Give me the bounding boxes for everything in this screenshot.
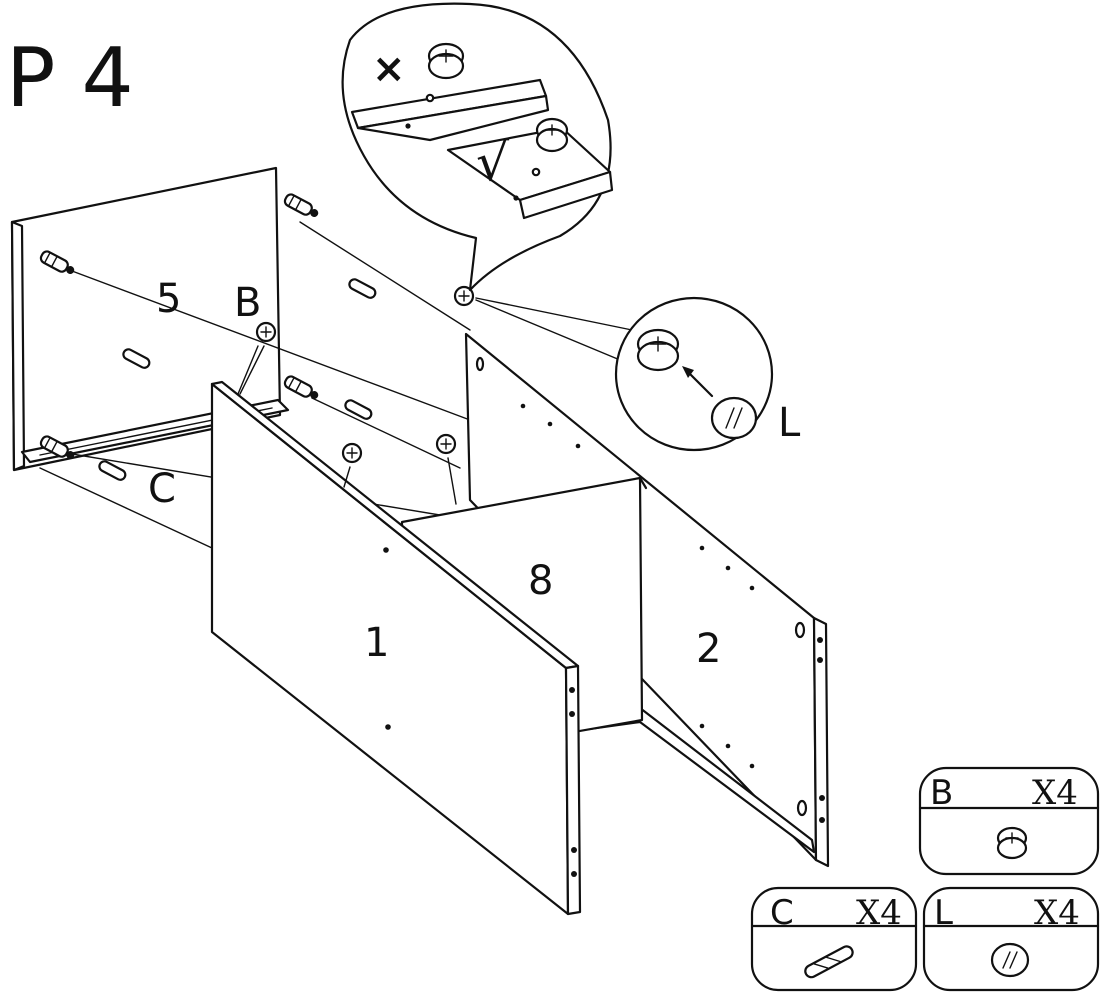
parts-box-l-qty: X4 — [1034, 893, 1080, 933]
cam-orientation-callout: × √ — [341, 2, 614, 292]
parts-box-c-letter: C — [770, 893, 794, 933]
panel-1 — [210, 380, 582, 916]
parts-box-l: L X4 — [922, 886, 1100, 992]
cam-lock-icon — [996, 826, 1028, 860]
parts-box-c: C X4 — [750, 886, 918, 992]
step-title: P 4 — [6, 31, 134, 126]
parts-box-c-qty: X4 — [856, 893, 902, 933]
parts-box-b-qty: X4 — [1032, 773, 1078, 813]
cam-lock-label: B — [234, 280, 261, 326]
cap-label: L — [778, 400, 801, 446]
parts-box-b: B X4 — [918, 766, 1100, 876]
dowel-label: C — [148, 466, 176, 512]
wooden-dowel-icon — [804, 945, 854, 979]
cam-lock-icon — [427, 42, 465, 80]
cam-lock-icon — [535, 117, 569, 153]
parts-box-l-letter: L — [934, 893, 953, 933]
cap-cover-icon — [990, 942, 1030, 978]
cam-lock-icon — [636, 328, 680, 372]
panel-2-label: 2 — [696, 626, 721, 672]
dowel-group-left — [39, 193, 377, 481]
cam-lock-group — [237, 285, 475, 505]
parts-box-b-letter: B — [930, 773, 953, 813]
cap-cover-icon — [710, 396, 758, 440]
panel-8-label: 8 — [528, 558, 553, 604]
right-mark: √ — [476, 133, 510, 193]
panel-1-label: 1 — [364, 620, 389, 666]
parts-list: B X4 C X4 L X4 — [750, 766, 1100, 992]
cap-callout — [475, 296, 774, 452]
panel-5-label: 5 — [156, 276, 181, 322]
wrong-mark: × — [372, 46, 406, 92]
